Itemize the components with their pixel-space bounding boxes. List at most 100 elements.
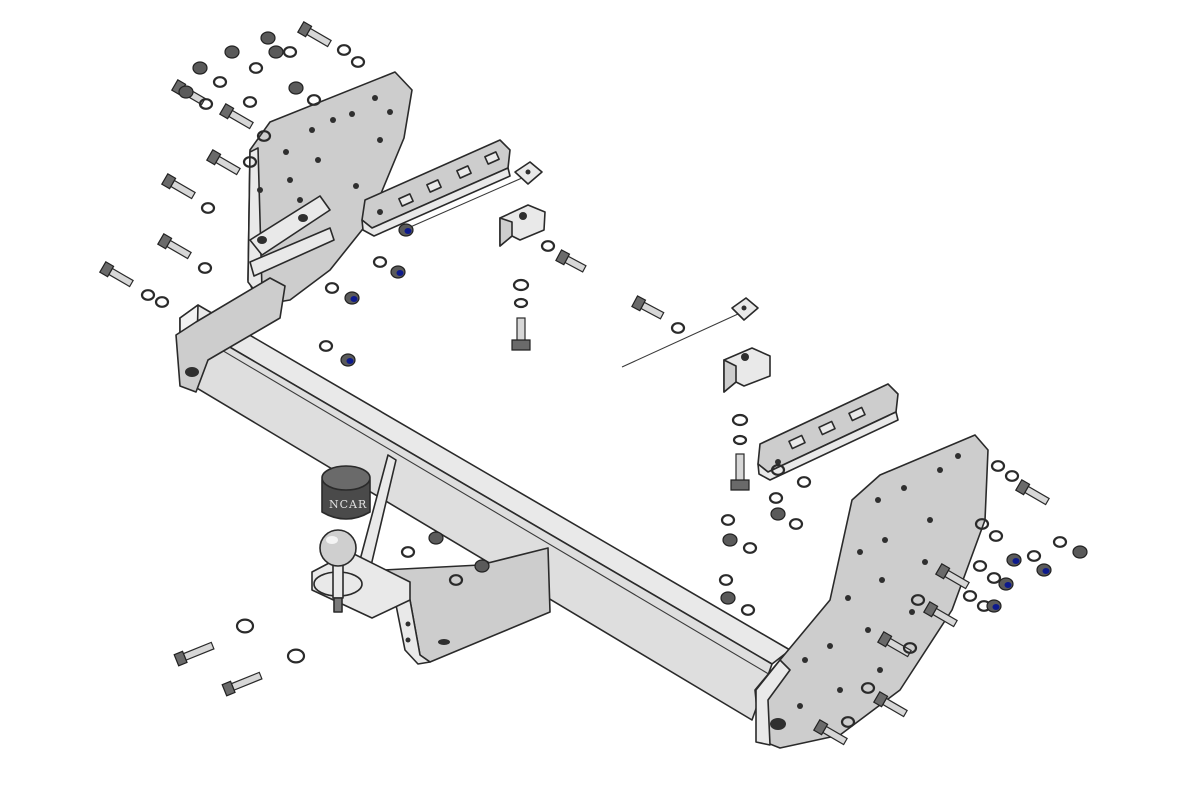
nut [722, 533, 738, 547]
nylon-insert [1012, 558, 1020, 564]
washer [962, 590, 978, 602]
washer [840, 716, 856, 728]
bolt [98, 260, 134, 288]
bolt-head [555, 249, 571, 266]
bolt-head [98, 260, 115, 278]
washer [990, 460, 1006, 472]
left-bracket-plate [247, 71, 413, 306]
washer [336, 44, 352, 56]
bolt-head [218, 102, 235, 120]
bolt-head [631, 295, 647, 312]
washer [720, 514, 736, 526]
nut [224, 45, 240, 59]
washer [235, 618, 255, 634]
washer [140, 289, 156, 301]
bolt [631, 295, 665, 320]
left-strap-bracket [361, 139, 543, 237]
bolt [1014, 478, 1050, 506]
bolt-shank [228, 109, 254, 130]
left-lower-plate [175, 277, 286, 393]
bolt [296, 20, 332, 48]
washer [200, 202, 216, 214]
washer [372, 256, 388, 268]
washer [154, 296, 170, 308]
washer [540, 240, 556, 252]
washer [400, 546, 416, 558]
washer [788, 518, 804, 530]
bolt-shank [170, 179, 196, 200]
bolt [922, 600, 958, 628]
bolt-shank [230, 671, 263, 691]
bolt-head [156, 232, 173, 250]
bolt [934, 562, 970, 590]
tow-bar-crossbeam [179, 304, 791, 721]
washer [318, 340, 334, 352]
bolt-head [872, 690, 889, 708]
washer [242, 96, 258, 108]
washer [256, 130, 272, 142]
right-strap-bracket [757, 383, 899, 481]
washer [282, 46, 298, 58]
right-l-bracket [621, 297, 771, 393]
nut [288, 81, 304, 95]
washer [974, 518, 990, 530]
washer [910, 594, 926, 606]
washer [324, 282, 340, 294]
washer [740, 604, 756, 616]
nylon-insert [396, 270, 404, 276]
washer [197, 262, 213, 274]
bolt-head [173, 650, 188, 667]
bolt [872, 690, 908, 718]
bolt-head [876, 630, 893, 648]
bolt-shank [108, 267, 134, 288]
nut [260, 31, 276, 45]
center-bolt-assembly [511, 278, 531, 351]
washer [1026, 550, 1042, 562]
bolt [221, 671, 263, 697]
washer [242, 156, 258, 168]
washer [770, 464, 786, 476]
nylon-insert [992, 604, 1000, 610]
washer [796, 476, 812, 488]
fasteners-group [98, 20, 1088, 746]
nut [770, 507, 786, 521]
washer [972, 560, 988, 572]
bolt-head [205, 148, 222, 166]
nylon-insert [350, 296, 358, 302]
washer [988, 530, 1004, 542]
bolt-shank [306, 27, 332, 48]
nut [268, 45, 284, 59]
bolt-shank [182, 641, 215, 661]
washer [286, 648, 306, 664]
bolt-shank [166, 239, 192, 260]
washer [198, 98, 214, 110]
nylon-insert [1042, 568, 1050, 574]
bolt-head [812, 718, 829, 736]
bolt [555, 249, 587, 273]
bolt-head [296, 20, 313, 38]
bolt [812, 718, 848, 746]
washer [986, 572, 1002, 584]
bolt-head [922, 600, 939, 618]
washer [1004, 470, 1020, 482]
bolt-shank [640, 301, 665, 320]
nut [720, 591, 736, 605]
nut [1072, 545, 1088, 559]
washer [306, 94, 322, 106]
nut [428, 531, 444, 545]
nut [474, 559, 490, 573]
left-l-bracket [499, 204, 546, 247]
nylon-insert [1004, 582, 1012, 588]
bolt-shank [564, 255, 587, 273]
bolt-head [1014, 478, 1031, 496]
washer [860, 682, 876, 694]
washer [1052, 536, 1068, 548]
bolt-head [934, 562, 951, 580]
nylon-insert [404, 228, 412, 234]
nylon-insert [346, 358, 354, 364]
washer [248, 62, 264, 74]
bolt-shank [1024, 485, 1050, 506]
washer [212, 76, 228, 88]
